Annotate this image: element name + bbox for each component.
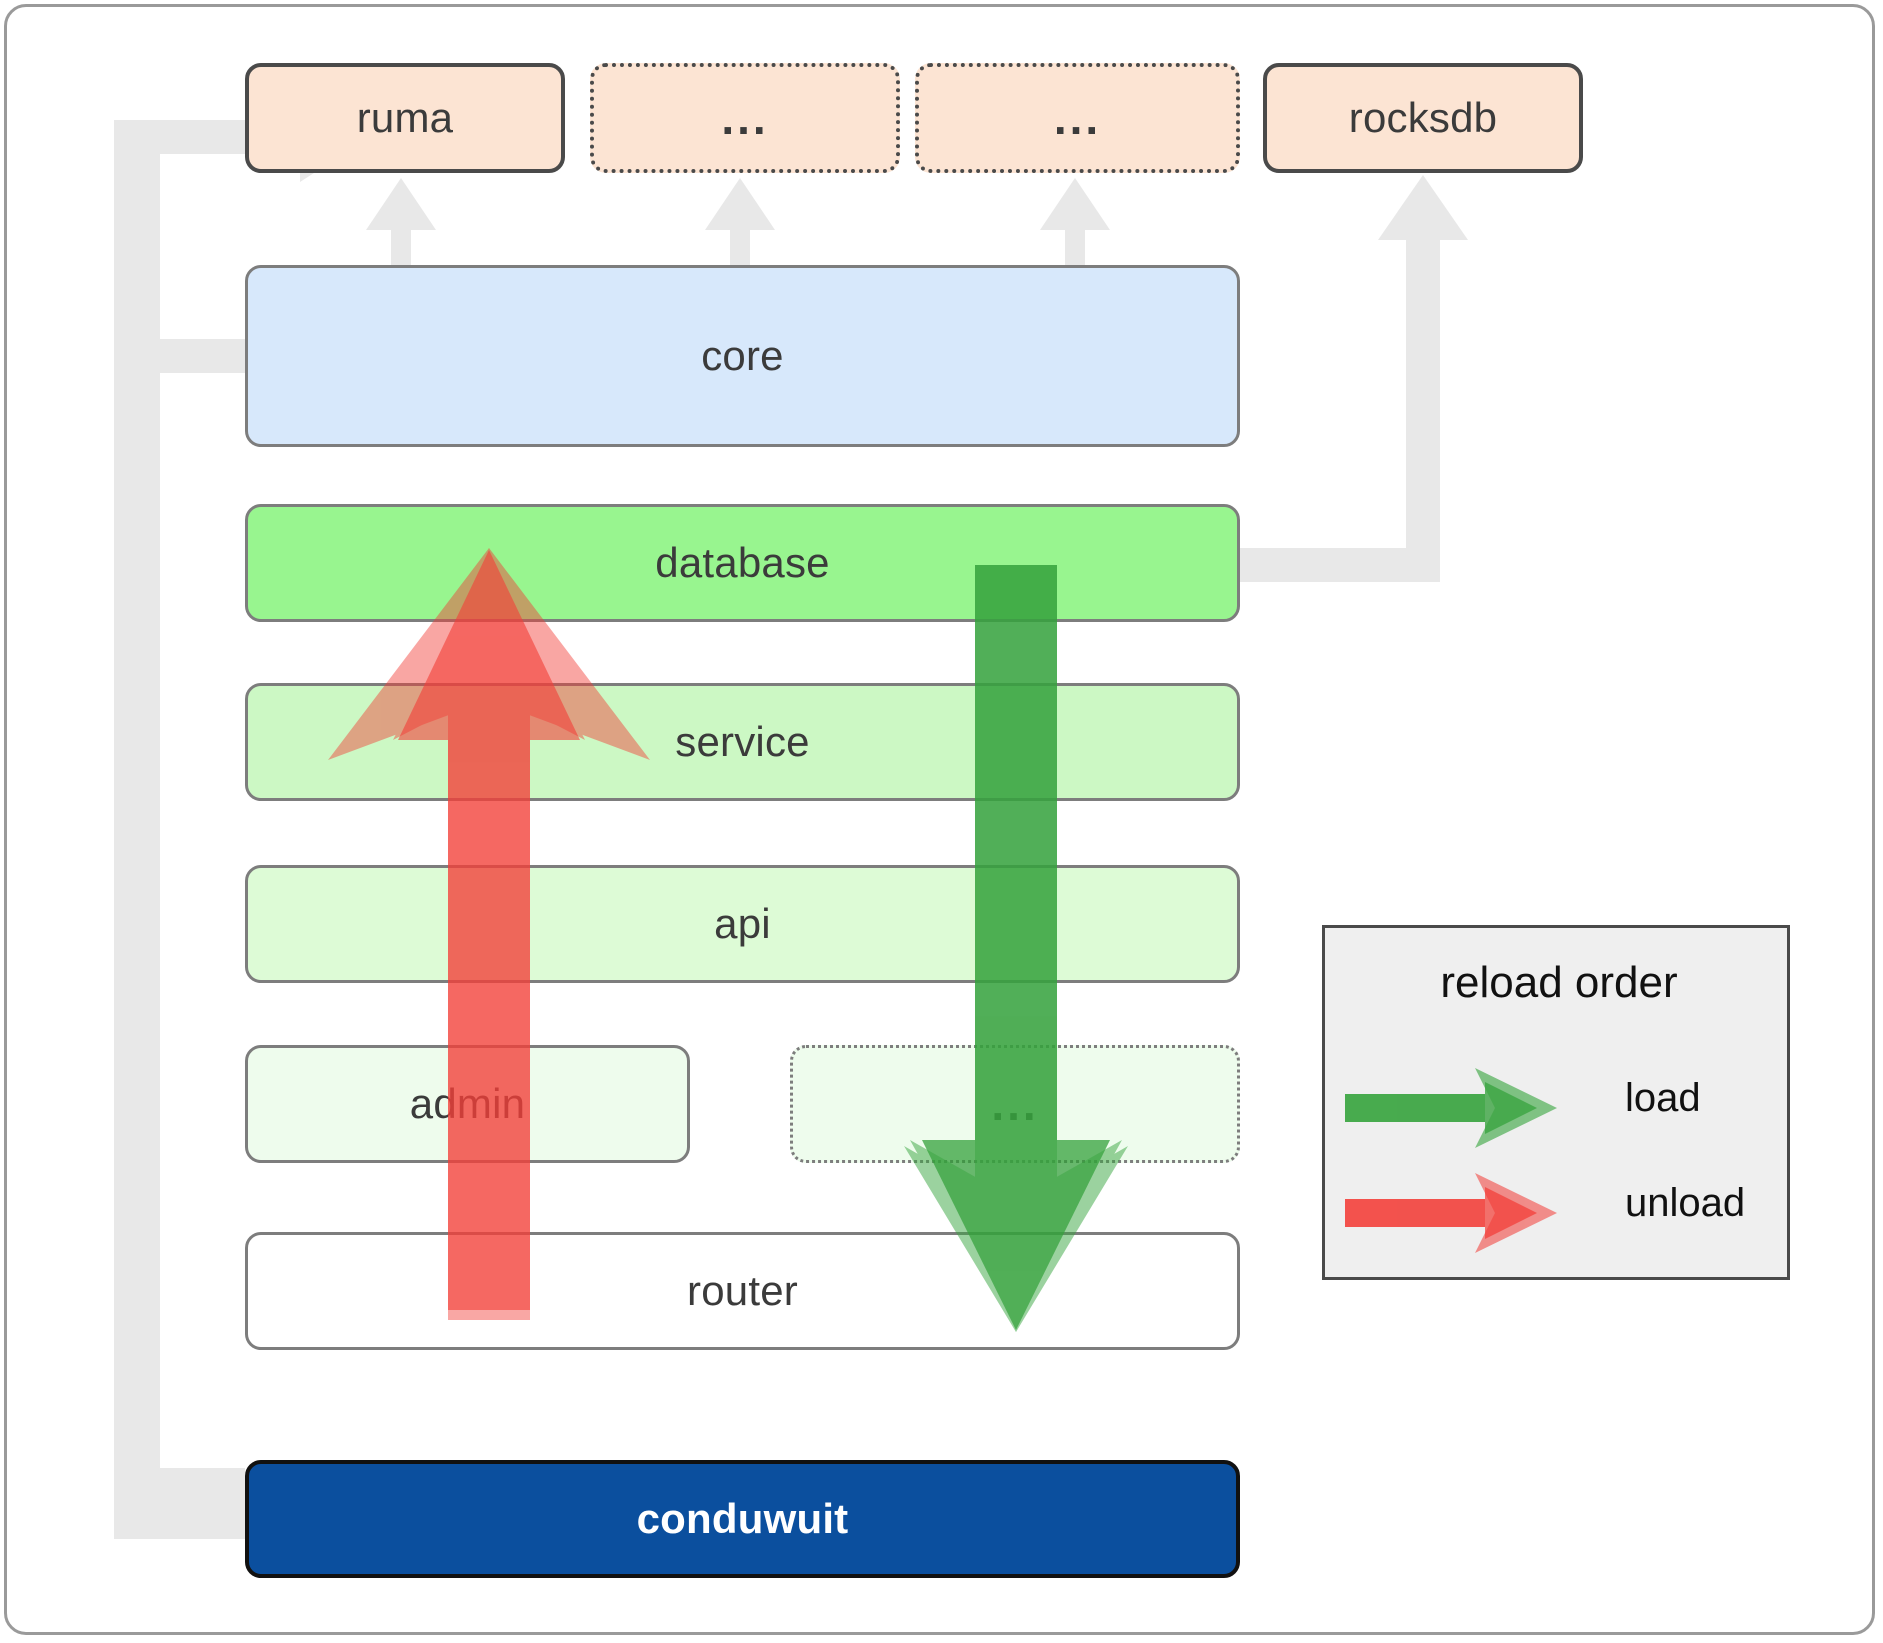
legend-panel: reload order load xyxy=(1322,925,1790,1280)
layer-box-database[interactable]: database xyxy=(245,504,1240,622)
layer-label: database xyxy=(655,539,830,586)
legend-unload-arrow-icon xyxy=(1345,1173,1557,1253)
binary-box-conduwuit[interactable]: conduwuit xyxy=(245,1460,1240,1578)
diagram-frame xyxy=(4,4,1875,1635)
layer-label: api xyxy=(714,900,771,947)
layer-box-api[interactable]: api xyxy=(245,865,1240,983)
layer-label: router xyxy=(687,1267,798,1314)
legend-row-unload: unload xyxy=(1325,1173,1793,1253)
layer-box-router[interactable]: router xyxy=(245,1232,1240,1350)
legend-load-label: load xyxy=(1625,1076,1701,1120)
layer-label: admin xyxy=(409,1080,526,1127)
dependency-label: ruma xyxy=(356,94,454,141)
dependency-box-ellipsis-1[interactable]: ... xyxy=(590,63,900,173)
dependency-label: ... xyxy=(721,92,769,144)
legend-title: reload order xyxy=(1440,958,1678,1007)
dependency-label: rocksdb xyxy=(1348,94,1498,141)
layer-box-ellipsis[interactable]: ... xyxy=(790,1045,1240,1163)
dependency-box-ruma[interactable]: ruma xyxy=(245,63,565,173)
layer-box-admin[interactable]: admin xyxy=(245,1045,690,1163)
legend-row-load: load xyxy=(1325,1068,1793,1148)
layer-box-core[interactable]: core xyxy=(245,265,1240,447)
layer-box-service[interactable]: service xyxy=(245,683,1240,801)
legend-load-arrow-icon xyxy=(1345,1068,1557,1148)
layer-label: ... xyxy=(991,1078,1039,1130)
legend-unload-label: unload xyxy=(1625,1181,1746,1225)
dependency-box-rocksdb[interactable]: rocksdb xyxy=(1263,63,1583,173)
dependency-box-ellipsis-2[interactable]: ... xyxy=(915,63,1240,173)
layer-label: core xyxy=(701,332,784,379)
dependency-label: ... xyxy=(1053,92,1102,144)
binary-label: conduwuit xyxy=(636,1495,849,1542)
layer-label: service xyxy=(675,718,810,765)
